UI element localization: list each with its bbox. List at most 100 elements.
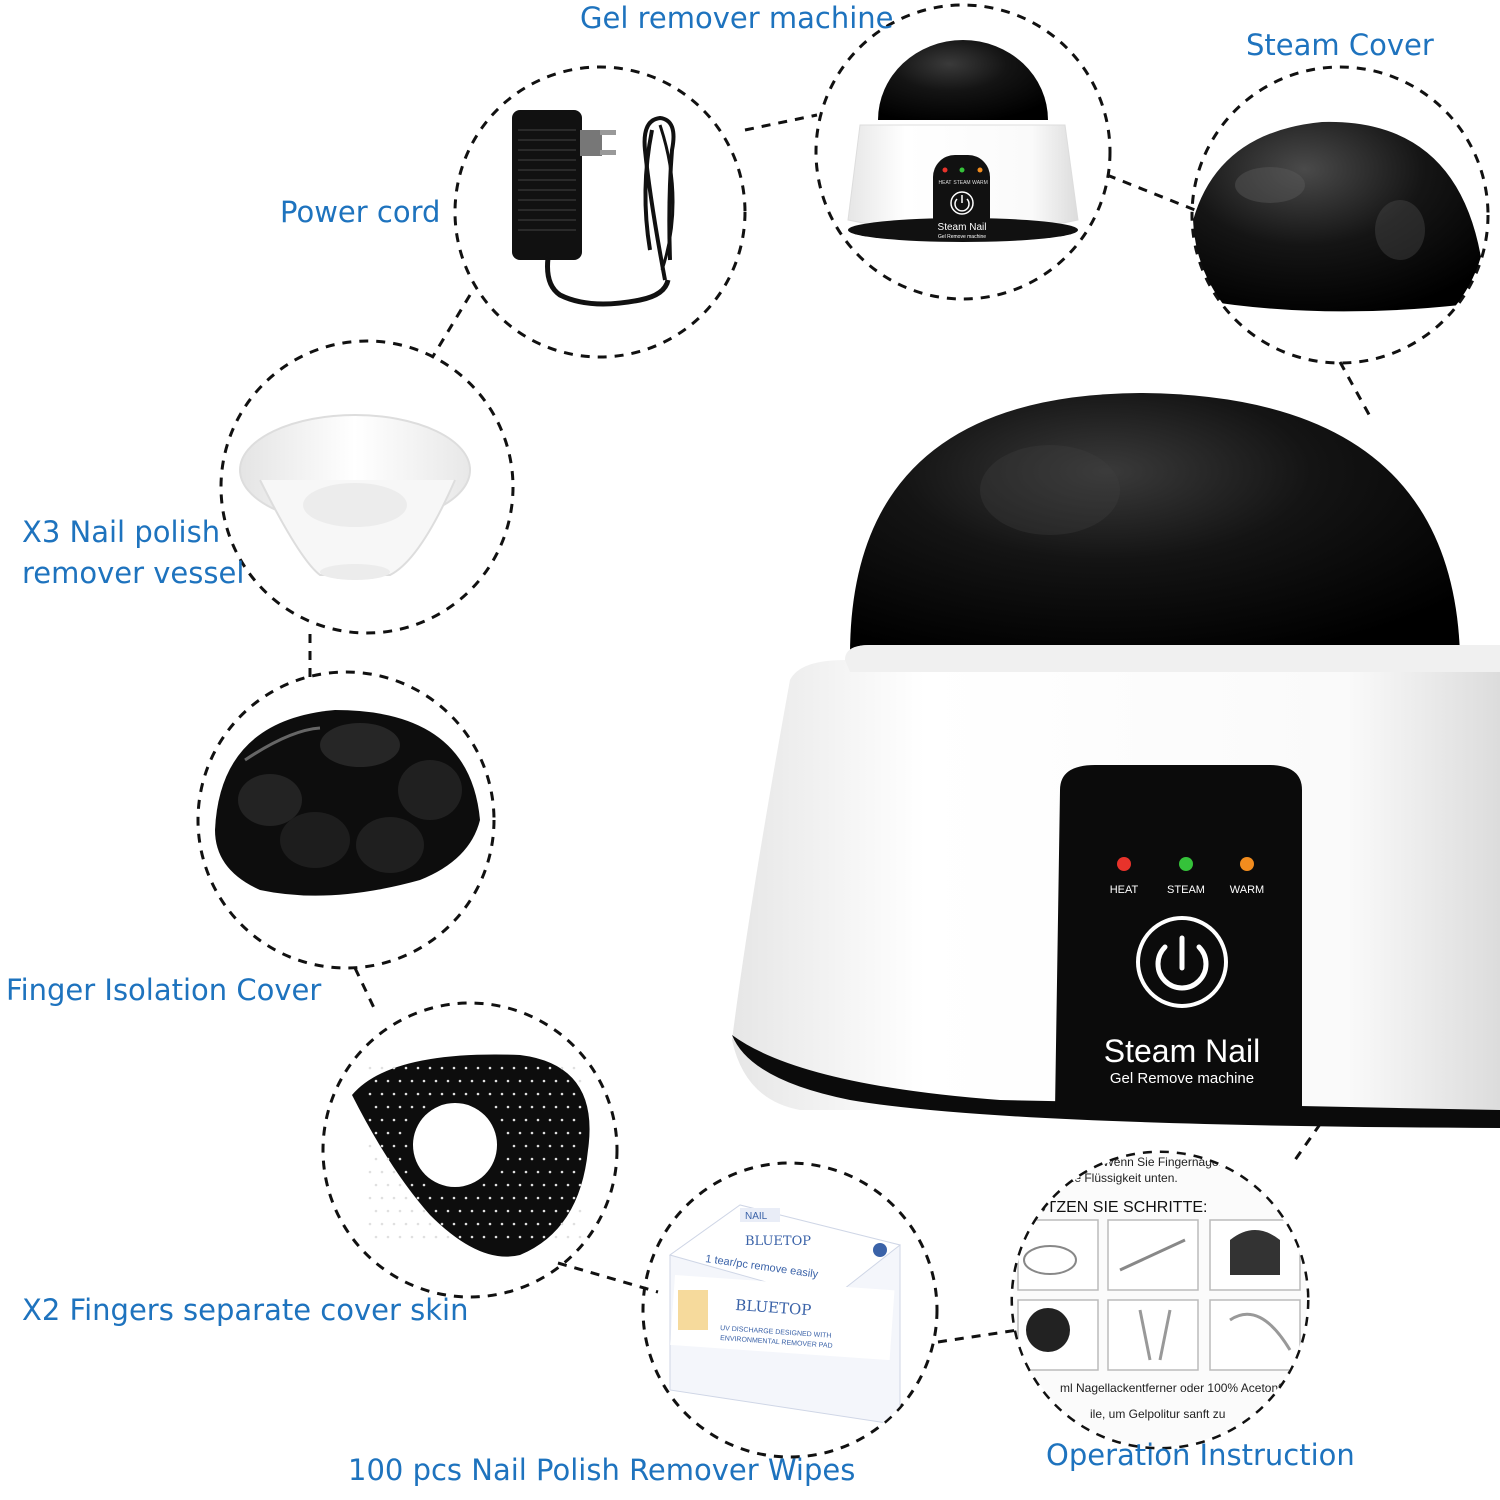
cover-skin-dot [482, 1183, 486, 1187]
cover-skin-dot [386, 1131, 390, 1135]
cover-skin-dot [428, 1196, 432, 1200]
manual-footer1: ml Nagellackentferner oder 100% Acetonfl… [1060, 1381, 1305, 1395]
cover-skin-dot [380, 1118, 384, 1122]
cover-skin-dot [512, 1066, 516, 1070]
cover-skin-dot [542, 1183, 546, 1187]
cover-skin-dot [422, 1235, 426, 1239]
cover-skin-dot [554, 1209, 558, 1213]
cover-skin-dot [536, 1222, 540, 1226]
cover-skin-dot [524, 1170, 528, 1174]
cover-skin-dot [422, 1079, 426, 1083]
cover-skin-dot [368, 1118, 372, 1122]
cover-skin-dot [404, 1222, 408, 1226]
cover-skin-dot [380, 1144, 384, 1148]
small-indicator-heat: HEAT [939, 180, 952, 186]
cover-skin-dot [398, 1105, 402, 1109]
cover-skin-dot [398, 1235, 402, 1239]
cover-skin-dot [380, 1222, 384, 1226]
cover-skin-dot [518, 1079, 522, 1083]
cover-skin-dot [386, 1183, 390, 1187]
machine-subtitle: Gel Remove machine [1110, 1070, 1254, 1087]
cover-skin-dot [572, 1092, 576, 1096]
cover-skin-dot [386, 1209, 390, 1213]
cover-skin-dot [416, 1066, 420, 1070]
cover-skin-dot [494, 1183, 498, 1187]
cover-skin-dot [404, 1196, 408, 1200]
cover-skin-dot [542, 1105, 546, 1109]
cover-skin-dot [380, 1196, 384, 1200]
cover-skin-dot [488, 1066, 492, 1070]
cover-skin-dot [452, 1222, 456, 1226]
manual-footer2: ile, um Gelpolitur sanft zu [1090, 1407, 1225, 1421]
cover-skin-dot [374, 1105, 378, 1109]
cover-skin-dot [572, 1222, 576, 1226]
machine-brand: Steam Nail [1104, 1033, 1261, 1069]
power-button[interactable] [1136, 916, 1228, 1008]
cover-skin-dot [392, 1144, 396, 1148]
cover-skin-dot [536, 1092, 540, 1096]
cover-skin-dot [572, 1066, 576, 1070]
cover-skin-dot [554, 1131, 558, 1135]
cover-skin-dot [506, 1235, 510, 1239]
cover-skin-dot [512, 1118, 516, 1122]
separate-cover-skin-image [352, 1054, 590, 1257]
cover-skin-dot [542, 1157, 546, 1161]
cover-skin-dot [530, 1131, 534, 1135]
cover-skin-dot [560, 1170, 564, 1174]
cover-skin-dot [488, 1222, 492, 1226]
cover-skin-dot [506, 1183, 510, 1187]
cover-skin-dot [560, 1092, 564, 1096]
cover-skin-dot [518, 1209, 522, 1213]
wipes-box-image: NAIL BLUETOP 1 tear/pc remove easily BLU… [668, 1204, 902, 1426]
cover-skin-dot [566, 1157, 570, 1161]
cover-skin-dot [368, 1196, 372, 1200]
cover-skin-dot [440, 1092, 444, 1096]
cover-skin-dot [566, 1105, 570, 1109]
cover-skin-dot [542, 1131, 546, 1135]
cover-skin-dot [554, 1235, 558, 1239]
cover-skin-dot [548, 1222, 552, 1226]
wipes-lid-text: NAIL [745, 1211, 768, 1222]
cover-skin-dot [458, 1079, 462, 1083]
cover-skin-dot [488, 1092, 492, 1096]
label-power-cord: Power cord [280, 195, 441, 229]
cover-skin-dot [380, 1066, 384, 1070]
cover-skin-dot [530, 1235, 534, 1239]
cover-skin-dot [374, 1209, 378, 1213]
cover-skin-dot [440, 1066, 444, 1070]
cover-skin-dot [524, 1092, 528, 1096]
indicator-label-heat: HEAT [1110, 884, 1139, 896]
cover-skin-dot [566, 1209, 570, 1213]
cover-skin-dot [572, 1118, 576, 1122]
cover-skin-dot [374, 1235, 378, 1239]
label-operation-instruction: Operation Instruction [1046, 1438, 1355, 1472]
cover-skin-dot [404, 1118, 408, 1122]
cover-skin-dot [392, 1196, 396, 1200]
cover-skin-dot [572, 1170, 576, 1174]
cover-skin-dot [410, 1183, 414, 1187]
cover-skin-dot [524, 1144, 528, 1148]
cover-skin-dot [566, 1235, 570, 1239]
cover-skin-dot [434, 1079, 438, 1083]
cover-skin-dot [380, 1170, 384, 1174]
cover-skin-dot [518, 1183, 522, 1187]
cover-skin-dot [404, 1170, 408, 1174]
cover-skin-dot [554, 1157, 558, 1161]
small-indicator-warm: WARM [972, 180, 988, 186]
cover-skin-dot [572, 1144, 576, 1148]
cover-skin-dot [374, 1157, 378, 1161]
steam-cover-image [1193, 121, 1483, 312]
cover-skin-dot [506, 1131, 510, 1135]
cover-skin-dot [410, 1209, 414, 1213]
cover-skin-dot [416, 1092, 420, 1096]
cover-skin-dot [506, 1209, 510, 1213]
main-machine-image [732, 393, 1500, 1128]
cover-skin-dot [470, 1209, 474, 1213]
cover-skin-dot [536, 1196, 540, 1200]
cover-skin-dot [494, 1079, 498, 1083]
cover-skin-dot [386, 1157, 390, 1161]
connector-lines [308, 113, 1374, 1344]
cover-skin-dot [398, 1079, 402, 1083]
cover-skin-dot [404, 1092, 408, 1096]
